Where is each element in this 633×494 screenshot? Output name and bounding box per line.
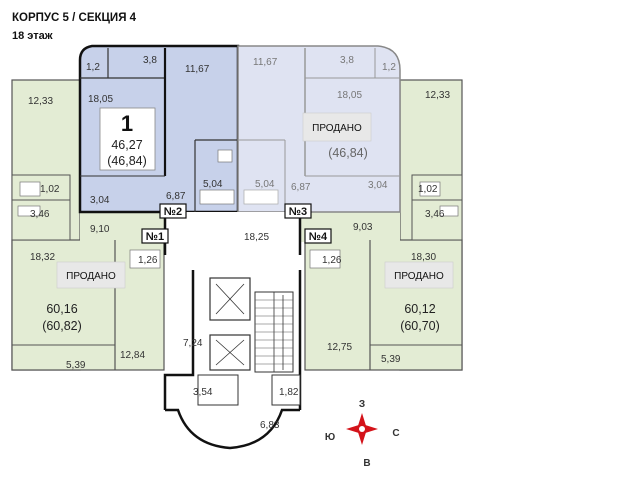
room-area: 3,8 xyxy=(143,55,157,66)
lift-hall-area: 7,24 xyxy=(183,338,203,349)
room-area: 9,03 xyxy=(353,222,373,233)
room-area: 1,2 xyxy=(382,62,396,73)
room-area: 1,02 xyxy=(418,184,438,195)
room-area: 1,26 xyxy=(322,255,342,266)
compass-north: З xyxy=(359,399,365,410)
compass-south: В xyxy=(363,458,370,469)
svg-text:№4: №4 xyxy=(309,231,328,243)
room-area: 1,26 xyxy=(138,255,158,266)
room-area: 6,87 xyxy=(291,182,311,193)
floor-label: 18 этаж xyxy=(12,30,53,42)
apartment-total-area: (60,70) xyxy=(400,319,440,333)
apartment-3[interactable] xyxy=(11,79,165,371)
stair-area: 1,82 xyxy=(279,387,299,398)
sold-badge-apartment-3: ПРОДАНО xyxy=(56,261,126,289)
room-area: 18,30 xyxy=(411,252,436,263)
central-core xyxy=(163,212,302,450)
compass-west: Ю xyxy=(325,432,335,443)
room-area: 18,32 xyxy=(30,252,55,263)
svg-text:ПРОДАНО: ПРОДАНО xyxy=(312,123,362,134)
room-area: 12,33 xyxy=(425,90,450,101)
room-area: 12,84 xyxy=(120,350,145,361)
apartment-total-area: (46,84) xyxy=(328,146,368,160)
svg-text:№3: №3 xyxy=(289,206,307,218)
room-area: 12,75 xyxy=(327,342,352,353)
room-area: 3,46 xyxy=(425,209,445,220)
sold-badge-apartment-2: ПРОДАНО xyxy=(302,112,372,142)
room-area: 9,10 xyxy=(90,224,110,235)
room-area: 11,67 xyxy=(185,64,210,75)
compass-rose-icon: З В Ю С xyxy=(325,399,400,469)
apartment-1[interactable] xyxy=(78,44,240,214)
compass-east: С xyxy=(392,428,399,439)
room-area: 6,87 xyxy=(166,191,186,202)
room-area: 3,46 xyxy=(30,209,50,220)
apartment-total-area: (60,82) xyxy=(42,319,82,333)
apartment-living-area: 60,16 xyxy=(46,302,77,316)
room-area: 11,67 xyxy=(253,57,278,68)
room-area: 3,8 xyxy=(340,55,354,66)
marker-n3: №3 xyxy=(284,203,312,219)
room-area: 5,39 xyxy=(381,354,401,365)
apartment-4[interactable] xyxy=(300,79,463,371)
room-area: 5,39 xyxy=(66,360,86,371)
sold-badge-apartment-4: ПРОДАНО xyxy=(384,261,454,289)
room-area: 18,05 xyxy=(88,94,113,105)
apartment-total-area: (46,84) xyxy=(107,154,147,168)
marker-n4: №4 xyxy=(304,228,332,244)
room-area: 3,04 xyxy=(90,195,110,206)
svg-text:№1: №1 xyxy=(146,231,164,243)
marker-n1: №1 xyxy=(141,228,169,244)
room-area: 5,04 xyxy=(255,179,275,190)
room-area: 3,04 xyxy=(368,180,388,191)
room-area: 1,02 xyxy=(40,184,60,195)
apartment-living-area: 60,12 xyxy=(404,302,435,316)
room-area: 18,05 xyxy=(337,90,362,101)
svg-text:ПРОДАНО: ПРОДАНО xyxy=(66,271,116,282)
stair-area: 3,54 xyxy=(193,387,213,398)
room-area: 12,33 xyxy=(28,96,53,107)
svg-text:ПРОДАНО: ПРОДАНО xyxy=(394,271,444,282)
apartment-living-area: 46,27 xyxy=(111,138,142,152)
marker-n2: №2 xyxy=(159,203,187,219)
svg-text:№2: №2 xyxy=(164,206,182,218)
hall-area: 18,25 xyxy=(244,232,269,243)
building-section-title: КОРПУС 5 / СЕКЦИЯ 4 xyxy=(12,12,137,24)
bottom-area: 6,83 xyxy=(260,420,280,431)
room-area: 5,04 xyxy=(203,179,223,190)
room-area: 1,2 xyxy=(86,62,100,73)
apartment-number: 1 xyxy=(121,111,133,136)
